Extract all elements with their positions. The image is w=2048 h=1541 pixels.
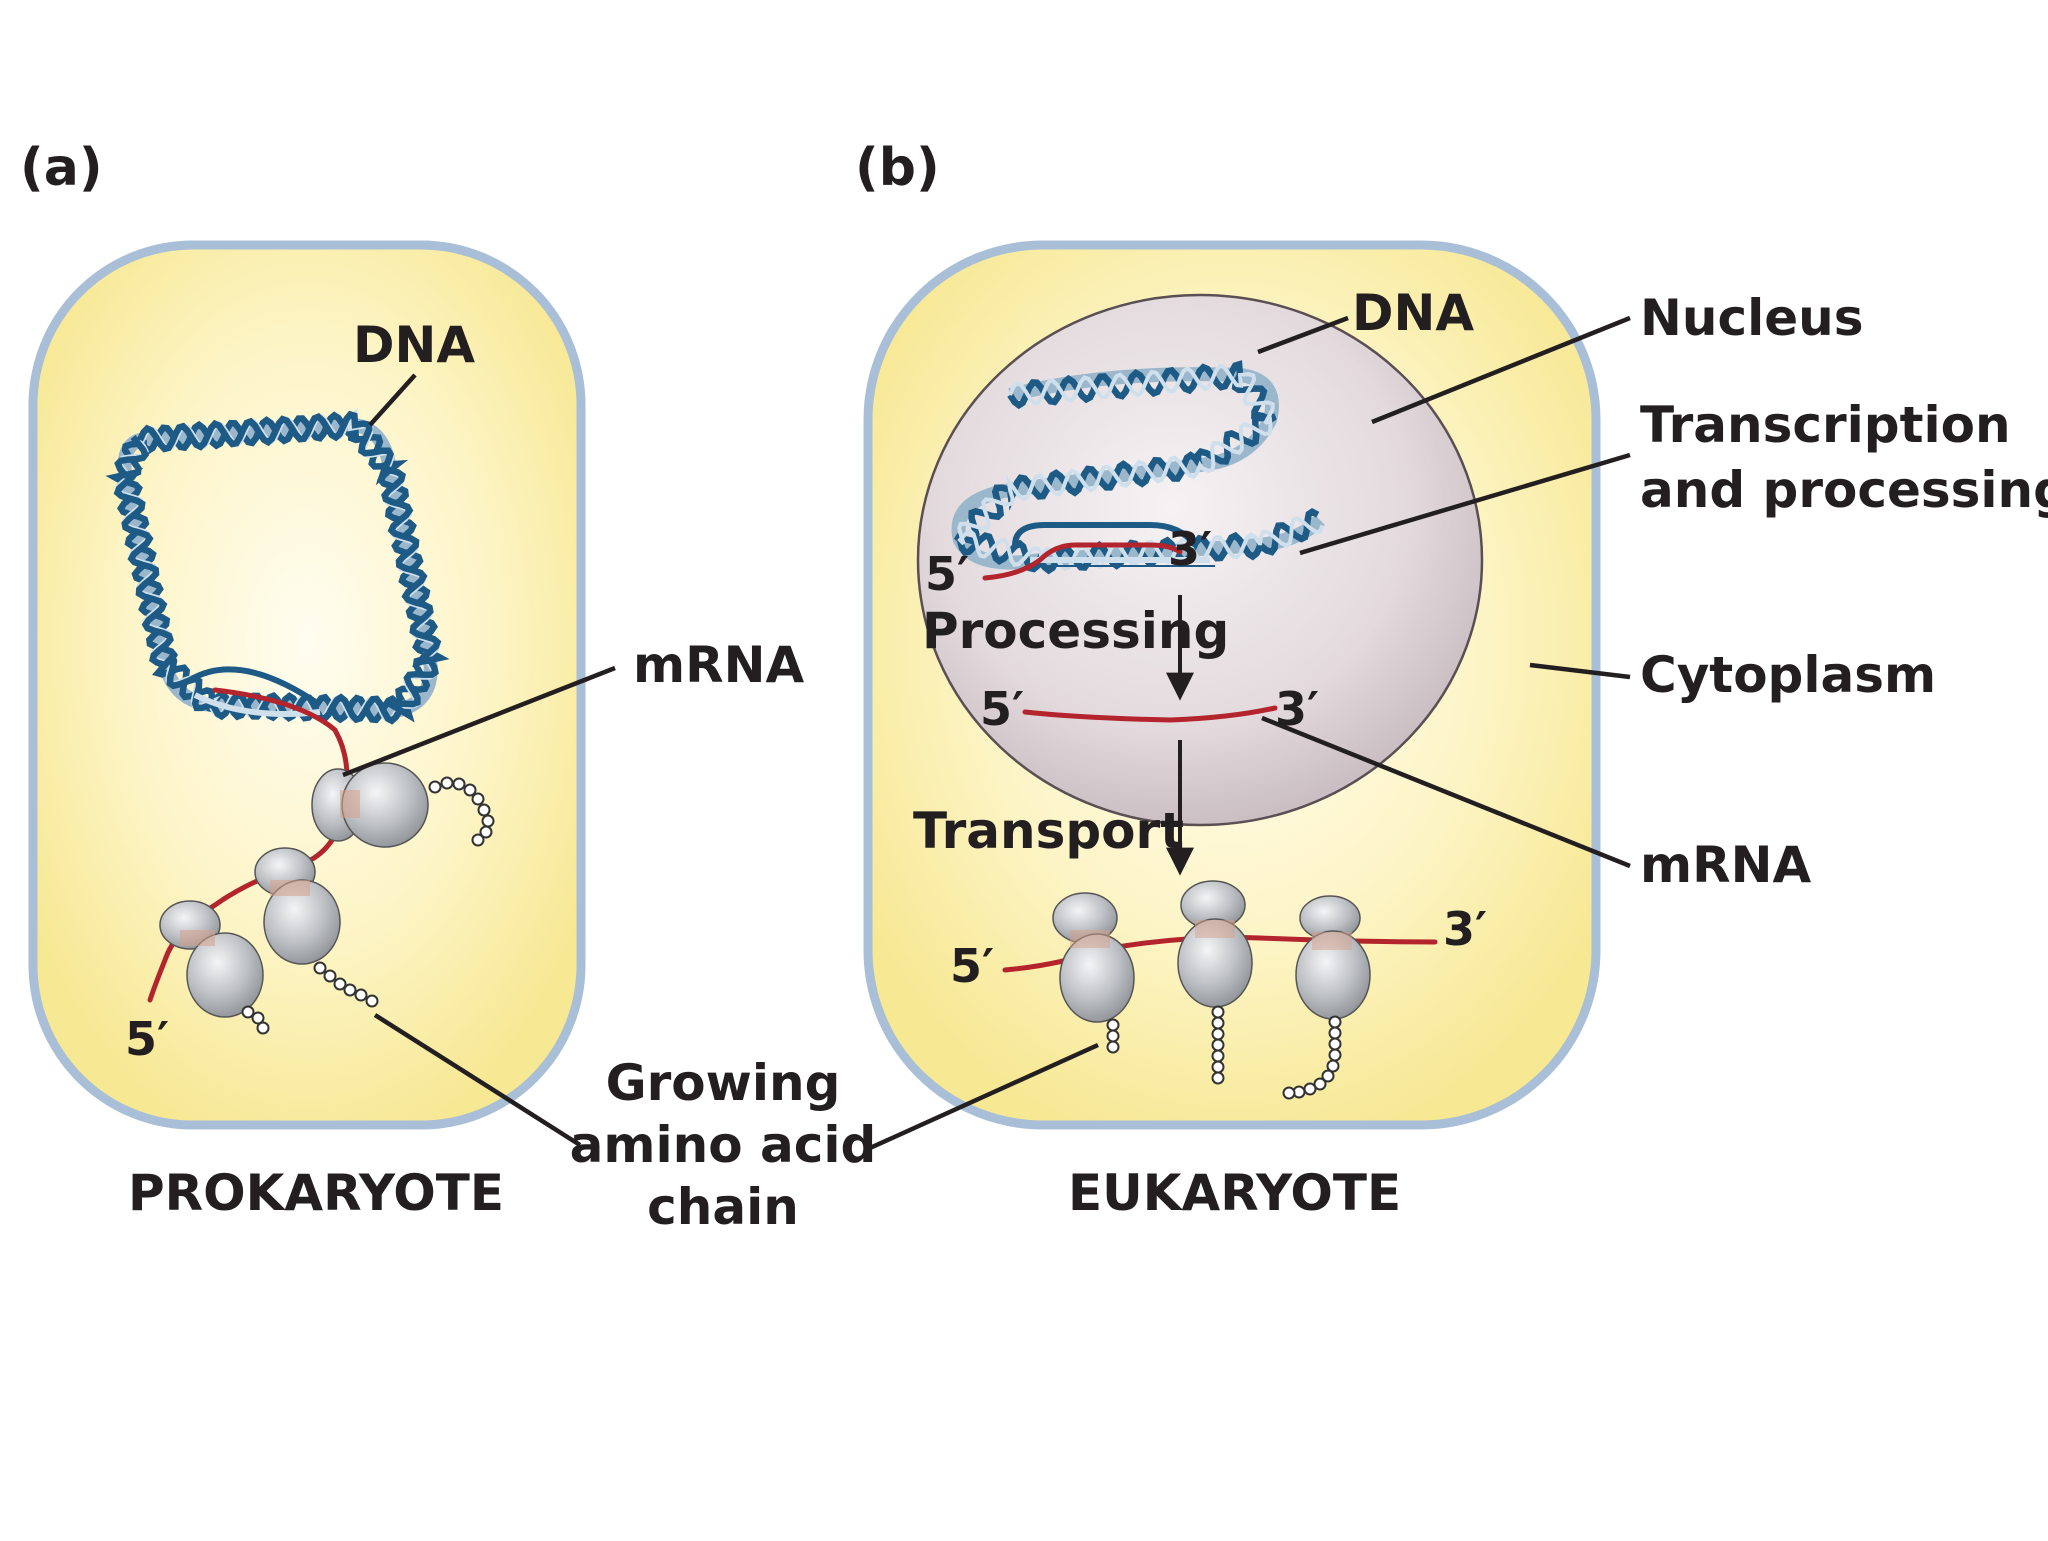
prokaryote-dna-loop <box>105 407 450 725</box>
prokaryote-amino-acid-chains <box>241 776 495 1035</box>
eukaryote-mrna-label: mRNA <box>1640 836 1811 894</box>
nucleus-label: Nucleus <box>1640 289 1864 347</box>
amino-acid-bead <box>1282 1086 1296 1100</box>
growing-chain-label: Growing amino acid chain <box>570 1054 877 1236</box>
prokaryote-chain-leader <box>373 1013 582 1147</box>
processing-label: Processing <box>922 602 1229 660</box>
amino-acid-bead <box>1303 1082 1317 1096</box>
growing-chain-line3: chain <box>647 1178 799 1236</box>
cytoplasm-leader <box>1529 662 1631 680</box>
prokaryote-five-prime: 5′ <box>125 1012 169 1066</box>
amino-acid-bead <box>1106 1029 1120 1043</box>
prokaryote-dna-label: DNA <box>353 316 475 374</box>
amino-acid-bead <box>1321 1069 1335 1083</box>
cytoplasmic-three-prime: 3′ <box>1443 902 1487 956</box>
amino-acid-bead <box>241 1005 255 1019</box>
amino-acid-bead <box>463 783 477 797</box>
amino-acid-bead <box>479 825 493 839</box>
eukaryote-chain-leader <box>869 1042 1099 1151</box>
eukaryote-ribosome-1 <box>1052 892 1135 1023</box>
amino-acid-bead <box>354 988 368 1002</box>
amino-acid-bead <box>1211 1038 1225 1052</box>
amino-acid-bead <box>1326 1059 1340 1073</box>
panel-a-tag: (a) <box>20 138 103 198</box>
amino-acid-bead <box>1313 1077 1327 1091</box>
prokaryote-ribosome-3 <box>159 900 264 1018</box>
amino-acid-bead <box>1211 1060 1225 1074</box>
transcript-five-prime: 5′ <box>925 547 969 601</box>
cytoplasmic-five-prime: 5′ <box>950 939 994 993</box>
eukaryote-mrna-leader <box>1261 715 1631 869</box>
amino-acid-bead <box>471 833 485 847</box>
prokaryote-mrna-leader <box>342 665 616 778</box>
amino-acid-bead <box>313 961 327 975</box>
panel-b-tag: (b) <box>855 138 940 198</box>
transcription-leader <box>1299 452 1631 556</box>
amino-acid-bead <box>428 780 442 794</box>
amino-acid-bead <box>1106 1018 1120 1032</box>
transcription-label-line1: Transcription <box>1640 396 2011 454</box>
eukaryote-amino-acid-chains <box>1106 1005 1342 1100</box>
amino-acid-bead <box>365 994 379 1008</box>
eukaryote-dna-leader <box>1257 315 1349 355</box>
prokaryote-dna-leader <box>368 373 417 427</box>
processed-five-prime: 5′ <box>980 682 1024 736</box>
prokaryote-title: PROKARYOTE <box>128 1164 504 1222</box>
prokaryote-ribosome-2 <box>254 847 341 965</box>
amino-acid-bead <box>1211 1027 1225 1041</box>
eukaryote-ribosome-2 <box>1177 880 1253 1008</box>
amino-acid-bead <box>256 1021 270 1035</box>
eukaryote-dna-label: DNA <box>1352 284 1474 342</box>
prokaryote-ribosome-1 <box>311 762 429 848</box>
amino-acid-bead <box>251 1011 265 1025</box>
eukaryote-title: EUKARYOTE <box>1068 1164 1401 1222</box>
amino-acid-bead <box>1328 1026 1342 1040</box>
growing-chain-line1: Growing <box>606 1054 841 1112</box>
amino-acid-bead <box>1211 1049 1225 1063</box>
amino-acid-bead <box>440 776 454 790</box>
processed-three-prime: 3′ <box>1275 682 1319 736</box>
amino-acid-bead <box>1328 1037 1342 1051</box>
primary-transcript <box>982 542 1183 581</box>
amino-acid-bead <box>477 803 491 817</box>
amino-acid-bead <box>333 977 347 991</box>
processed-mrna <box>1022 705 1278 723</box>
amino-acid-bead <box>343 983 357 997</box>
amino-acid-bead <box>481 814 495 828</box>
growing-chain-line2: amino acid <box>570 1116 877 1174</box>
prokaryote-panel: (a) <box>20 138 804 1222</box>
amino-acid-bead <box>323 969 337 983</box>
prokaryote-cell <box>28 240 586 1130</box>
amino-acid-bead <box>1328 1015 1342 1029</box>
transcription-label-line2: and processing <box>1640 461 2048 519</box>
amino-acid-bead <box>1106 1040 1120 1054</box>
amino-acid-bead <box>1211 1071 1225 1085</box>
eukaryote-ribosome-3 <box>1295 895 1371 1020</box>
prokaryote-mrna-label: mRNA <box>633 636 804 694</box>
eukaryote-panel: (b) <box>855 138 2048 1222</box>
nucleus-leader <box>1371 315 1631 425</box>
amino-acid-bead <box>1211 1016 1225 1030</box>
amino-acid-bead <box>471 792 485 806</box>
amino-acid-bead <box>452 777 466 791</box>
amino-acid-bead <box>1328 1048 1342 1062</box>
transport-label: Transport <box>913 802 1184 860</box>
amino-acid-bead <box>1211 1005 1225 1019</box>
transcript-three-prime: 3′ <box>1168 522 1212 576</box>
cytoplasm-label: Cytoplasm <box>1640 646 1936 704</box>
